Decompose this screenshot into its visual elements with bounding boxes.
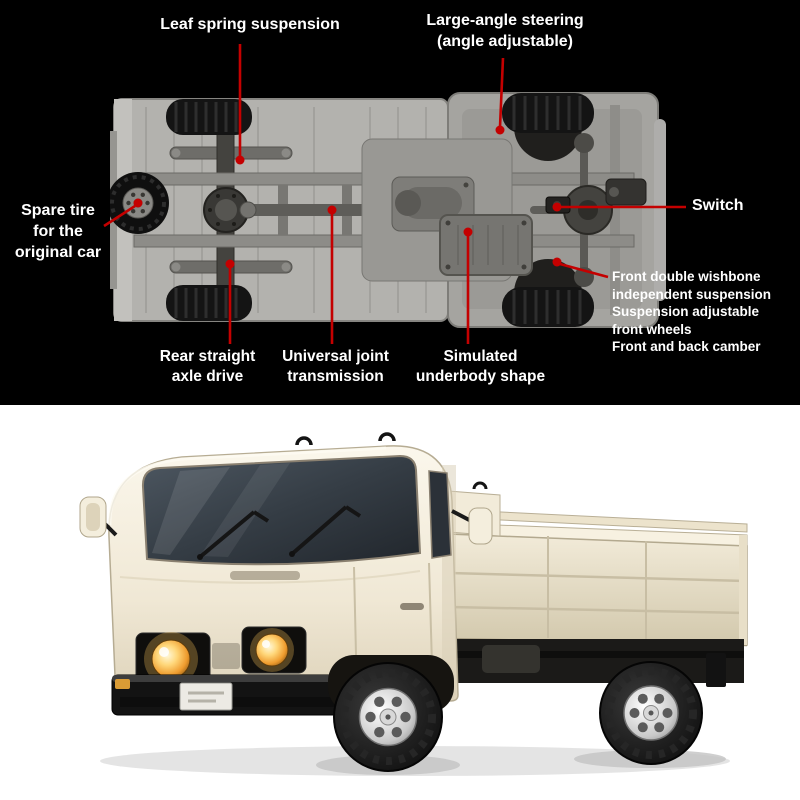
license-plate <box>179 682 233 711</box>
roof-hook-right <box>378 432 396 442</box>
callout-line-spare-tire <box>103 204 136 228</box>
headlight-right <box>241 626 307 674</box>
rear-wheel <box>599 661 703 765</box>
callout-line-steering <box>498 57 505 128</box>
cowl-vent <box>230 571 300 580</box>
under-bed-chassis <box>452 639 744 687</box>
callout-dot-switch <box>552 202 562 212</box>
callout-lines <box>103 44 686 344</box>
truck-bed <box>447 510 748 660</box>
door-handle <box>400 603 424 610</box>
front-wheel <box>333 662 443 772</box>
headlight-left <box>135 632 211 686</box>
front-bumper <box>111 674 351 716</box>
callout-dot-leaf-spring <box>235 155 245 165</box>
callout-dot-underbody <box>463 227 473 237</box>
label-switch: Switch <box>692 197 744 214</box>
callout-line-front-suspension <box>559 262 609 279</box>
label-underbody-shape: Simulated underbody shape <box>415 348 546 385</box>
center-grille <box>212 643 240 669</box>
roof-hook-left <box>295 436 313 446</box>
label-leaf-spring-suspension: Leaf spring suspension <box>160 16 340 33</box>
mud-flap <box>706 653 726 687</box>
label-spare-tire: Spare tire for the original car <box>14 202 102 261</box>
callout-dot-rear-axle <box>225 259 235 269</box>
callout-dot-spare-tire <box>133 198 143 208</box>
callout-dot-universal-joint <box>327 205 337 215</box>
callout-dot-front-suspension <box>552 257 562 267</box>
headboard-hook <box>472 481 488 490</box>
underbody-cover <box>439 214 533 276</box>
front-tires <box>502 93 594 327</box>
label-universal-joint: Universal joint transmission <box>282 348 389 385</box>
callout-dot-steering <box>495 125 505 135</box>
wiper-left <box>198 510 270 559</box>
mirror-right <box>451 507 493 545</box>
label-large-angle-steering: Large-angle steering (angle adjustable) <box>426 12 584 50</box>
label-front-suspension: Front double wishbone independent suspen… <box>612 269 772 354</box>
chassis-diagram-section: Leaf spring suspension Large-angle steer… <box>0 0 800 405</box>
rear-differential <box>203 187 249 233</box>
truck-illustration <box>79 432 748 776</box>
mirror-left <box>79 496 118 538</box>
side-window <box>428 470 452 559</box>
bumper-indicator <box>115 679 130 689</box>
wiper-right <box>290 505 362 556</box>
label-rear-axle-drive: Rear straight axle drive <box>159 348 256 385</box>
truck-photo-section <box>0 405 800 800</box>
windshield <box>141 454 422 566</box>
